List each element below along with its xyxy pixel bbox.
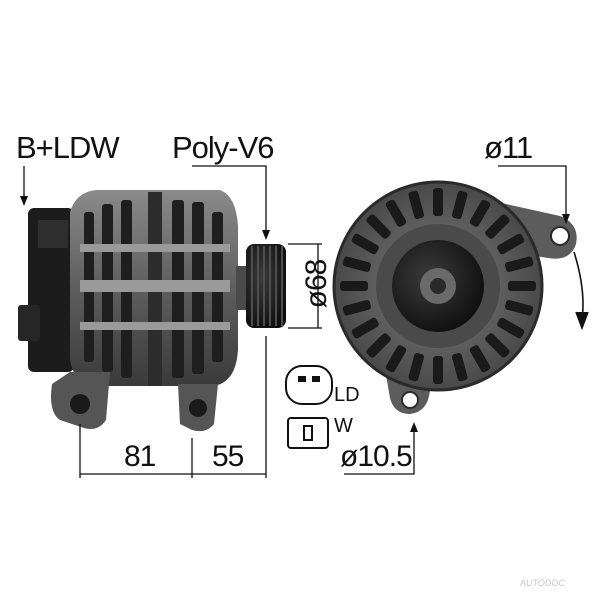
vent-slot: [433, 356, 443, 384]
vent-slot: [366, 333, 391, 358]
vent-slot: [469, 345, 491, 373]
vent-slot: [351, 233, 379, 255]
watermark: AUTODOC: [520, 578, 565, 588]
dimension-lines: [20, 165, 570, 478]
plug-w-label: W: [334, 415, 353, 437]
connector-type-label: B+LDW: [16, 130, 120, 165]
dimension-right-label: 55: [212, 440, 244, 473]
vent-slot: [451, 190, 468, 220]
plug-w-icon: [287, 417, 329, 449]
alternator-side-view-icon: [18, 190, 286, 432]
pulley-diameter-label: ø68: [300, 259, 333, 309]
rotation-arrow-icon: [573, 251, 589, 331]
vent-slot: [485, 214, 510, 239]
vent-slot: [408, 352, 425, 382]
plug-ld-icon: [285, 365, 333, 405]
vent-slot: [366, 214, 391, 239]
vent-slot: [340, 281, 368, 291]
plug-ld-label: LD: [334, 384, 360, 406]
vent-slot: [497, 317, 525, 339]
vent-slot: [504, 299, 534, 316]
bottom-hole-diameter-label: ø10.5: [340, 440, 413, 473]
vent-slot: [485, 333, 510, 358]
vent-slot: [433, 188, 443, 216]
vent-slot: [408, 190, 425, 220]
alternator-front-view-icon: [332, 180, 577, 414]
vent-slot: [342, 256, 372, 273]
vent-slot: [504, 256, 534, 273]
pulley-type-label: Poly-V6: [172, 130, 275, 165]
top-hole-diameter-label: ø11: [484, 130, 533, 165]
vent-slot: [385, 345, 407, 373]
vent-slot: [469, 199, 491, 227]
vent-slot: [497, 233, 525, 255]
vent-slot: [342, 299, 372, 316]
dimension-left-label: 81: [124, 440, 156, 473]
vent-slot: [508, 281, 536, 291]
vent-slot: [385, 199, 407, 227]
vent-slot: [351, 317, 379, 339]
vent-slot: [451, 352, 468, 382]
